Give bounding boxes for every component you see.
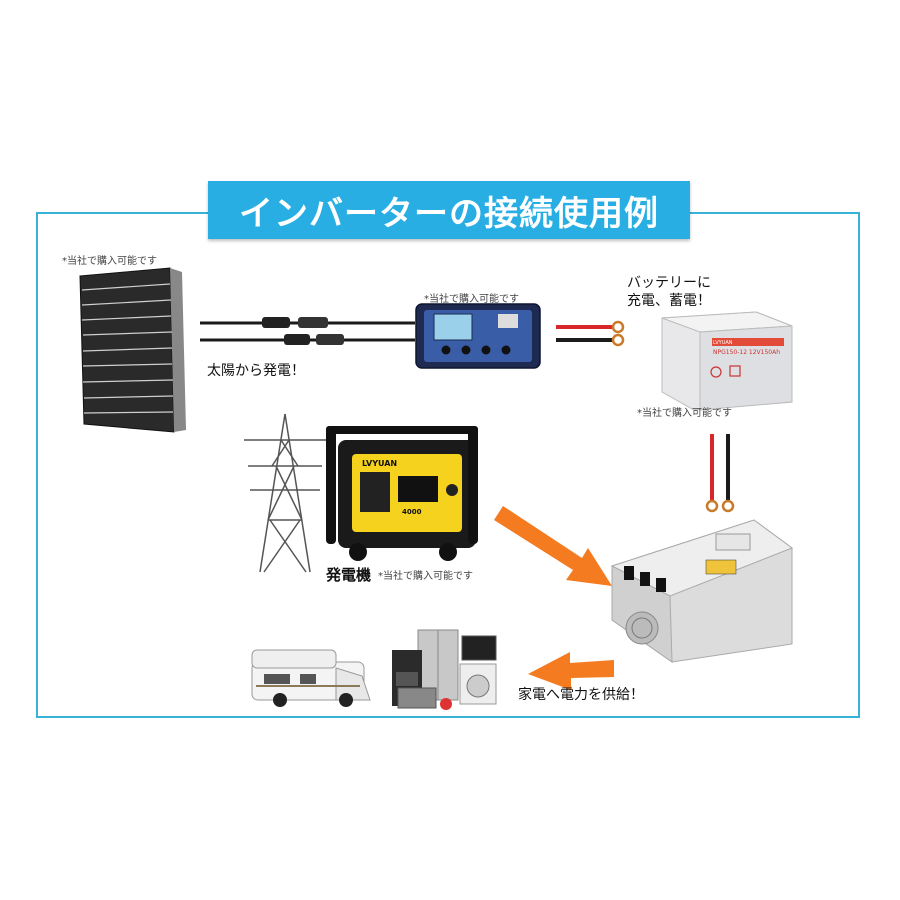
home-appliances [392, 629, 497, 710]
solar-cables [200, 317, 415, 345]
solar-panel [79, 267, 186, 433]
arrow-to-inverter [494, 506, 612, 586]
inverter [610, 519, 794, 663]
supply-label: 家電へ電力を供給！ [518, 687, 644, 703]
panel-note: *当社で購入可能です [62, 256, 157, 267]
inverter-cables [705, 434, 735, 513]
battery-cables [556, 320, 625, 347]
battery-model-text: NPG150-12 12V150Ah [713, 349, 780, 356]
charge-controller [415, 303, 541, 369]
power-tower [244, 413, 326, 573]
battery: NPG150-12 12V150Ah LVYUAN [661, 311, 793, 411]
battery-label-line2: 充電、蓄電！ [627, 293, 711, 309]
generator-label: 発電機 [326, 566, 372, 584]
arrow-to-appliances [528, 652, 614, 690]
battery-label-line1: バッテリーに [627, 275, 711, 291]
generator-brand-text: LVYUAN [362, 459, 397, 468]
battery-brand-text: LVYUAN [713, 340, 733, 346]
solar-label: 太陽から発電！ [207, 363, 305, 379]
generator-note: *当社で購入可能です [378, 571, 473, 582]
generator-watts-text: 4000 [402, 508, 422, 516]
page-title: インバーターの接続使用例 [208, 181, 690, 239]
battery-note: *当社で購入可能です [637, 408, 732, 419]
generator: LVYUAN 4000 [326, 426, 478, 561]
camper-van [251, 649, 371, 707]
controller-note: *当社で購入可能です [424, 294, 519, 305]
